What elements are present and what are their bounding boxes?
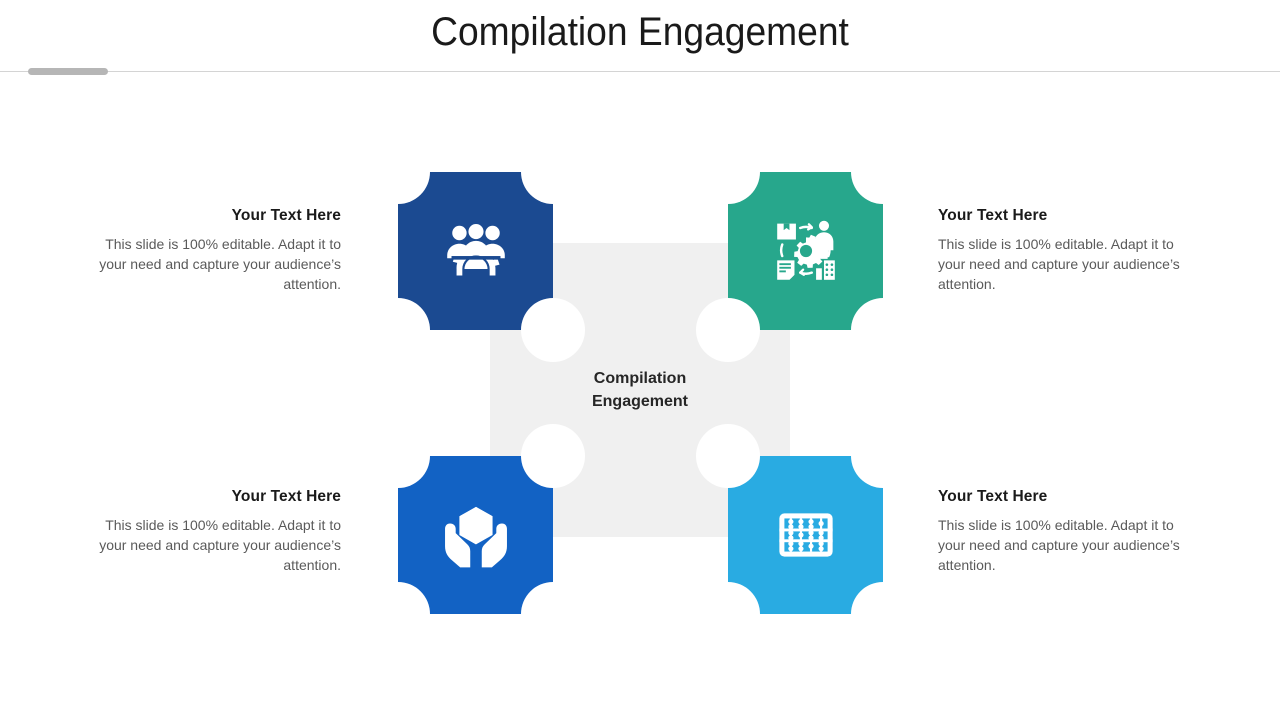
title-divider-rule (0, 71, 1280, 72)
notch-top-left (366, 140, 430, 204)
text-block-body: This slide is 100% editable. Adapt it to… (938, 517, 1180, 573)
notch-bottom-right (521, 582, 585, 646)
abacus-icon (770, 499, 842, 571)
slide-header: Compilation Engagement (0, 0, 1280, 75)
notch-top-left (696, 140, 760, 204)
four-part-cycle-diagram: Compilation Engagement (0, 74, 1280, 720)
tile-care[interactable] (366, 424, 585, 646)
text-block-body: This slide is 100% editable. Adapt it to… (99, 236, 341, 292)
notch-bottom-left (696, 582, 760, 646)
text-block-title: Your Text Here (231, 207, 341, 224)
center-label-line-2: Engagement (591, 393, 688, 410)
resource-cycle-gear-icon (770, 215, 842, 287)
page-title: Compilation Engagement (431, 10, 849, 54)
notch-bottom-right (851, 582, 915, 646)
text-block-body: This slide is 100% editable. Adapt it to… (99, 517, 341, 573)
notch-bottom-right (851, 298, 915, 362)
text-block-body: This slide is 100% editable. Adapt it to… (938, 236, 1180, 292)
text-block-bottom-left: Your Text Here This slide is 100% editab… (88, 488, 341, 575)
hands-holding-cube-icon (440, 499, 512, 571)
text-block-title: Your Text Here (938, 207, 1048, 224)
notch-top-right (851, 140, 915, 204)
tile-team[interactable] (366, 140, 585, 362)
center-label-line-1: Compilation (593, 370, 687, 387)
notch-bottom-left (366, 298, 430, 362)
title-accent-bar (28, 68, 108, 75)
notch-bottom-left (366, 582, 430, 646)
notch-top-right (851, 424, 915, 488)
text-block-top-right: Your Text Here This slide is 100% editab… (938, 207, 1191, 294)
notch-top-left (366, 424, 430, 488)
text-block-top-left: Your Text Here This slide is 100% editab… (88, 207, 341, 294)
tile-abacus[interactable] (696, 424, 915, 646)
text-block-title: Your Text Here (938, 488, 1048, 505)
notch-top-right (521, 140, 585, 204)
tile-resources[interactable] (696, 140, 915, 362)
text-block-bottom-right: Your Text Here This slide is 100% editab… (938, 488, 1191, 575)
center-label: Compilation Engagement (490, 243, 790, 537)
people-gear-icon (440, 215, 512, 287)
text-block-title: Your Text Here (231, 488, 341, 505)
